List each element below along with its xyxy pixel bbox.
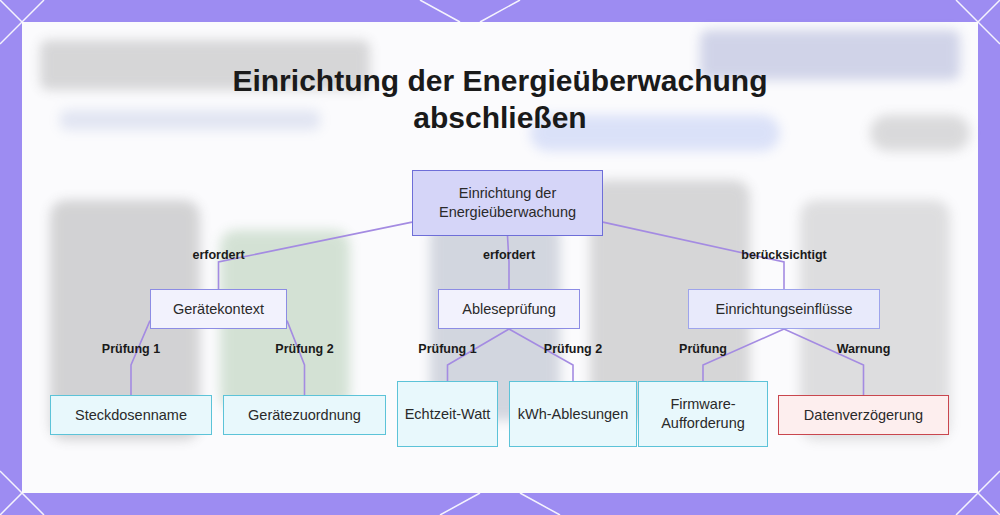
edge-label: Prüfung 1: [418, 342, 476, 356]
connector-line: [219, 222, 413, 289]
node-label: Gerätezuordnung: [248, 406, 361, 425]
edge-label: Warnung: [837, 342, 891, 356]
check-box: Steckdosenname: [50, 395, 212, 435]
connector-line: [287, 321, 305, 395]
check-box: Gerätezuordnung: [223, 395, 386, 435]
node-label: Datenverzögerung: [804, 406, 923, 425]
edge-label: Prüfung 1: [102, 342, 160, 356]
node-label: Ableseprüfung: [462, 300, 556, 319]
connector-line: [784, 329, 864, 395]
node-label: Steckdosenname: [75, 406, 187, 425]
category-box: Einrichtungseinflüsse: [688, 289, 880, 329]
category-box: Ableseprüfung: [438, 289, 580, 329]
edge-label: erfordert: [192, 248, 244, 262]
edge-label: berücksichtigt: [741, 248, 826, 262]
blurred-backdrop: [40, 30, 970, 440]
connector-line: [508, 236, 510, 289]
node-label: Firmware-Aufforderung: [645, 395, 761, 433]
node-label: Einrichtungseinflüsse: [715, 300, 852, 319]
warning-box: Datenverzögerung: [778, 395, 949, 435]
edge-label: Prüfung 2: [544, 342, 602, 356]
node-label: Gerätekontext: [173, 300, 264, 319]
connector-line: [131, 321, 150, 395]
edge-label: Prüfung 2: [275, 342, 333, 356]
edge-label: Prüfung: [679, 342, 727, 356]
root-box: Einrichtung der Energieüberwachung: [412, 170, 603, 236]
diagram-title: Einrichtung der Energieüberwachung absch…: [200, 62, 800, 136]
check-box: Firmware-Aufforderung: [638, 381, 768, 447]
category-box: Gerätekontext: [150, 289, 287, 329]
edge-label: erfordert: [483, 248, 535, 262]
node-label: Einrichtung der Energieüberwachung: [419, 184, 596, 222]
check-box: kWh-Ablesungen: [509, 381, 637, 447]
node-label: Echtzeit-Watt: [405, 405, 491, 424]
content-panel: [22, 22, 978, 493]
check-box: Echtzeit-Watt: [397, 381, 498, 447]
node-label: kWh-Ablesungen: [518, 405, 628, 424]
